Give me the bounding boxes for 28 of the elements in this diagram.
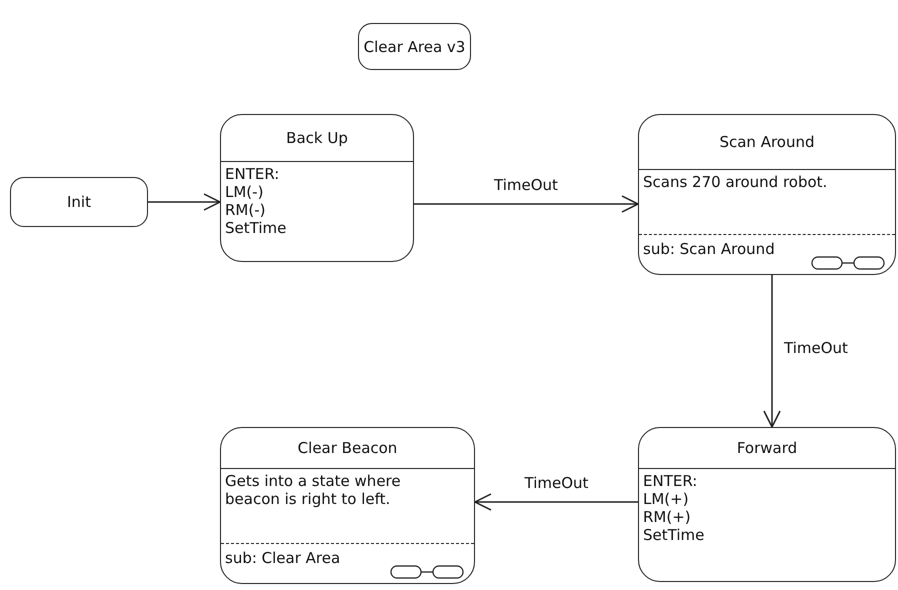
state-name: Init (67, 193, 91, 211)
state-action: RM(+) (643, 508, 691, 526)
state-name: Clear Beacon (298, 439, 398, 457)
state-name: Scan Around (719, 133, 815, 151)
state-box (638, 427, 896, 582)
submachine-label: sub: Clear Area (225, 549, 340, 567)
state-description: Scans 270 around robot. (643, 173, 828, 191)
state-action: ENTER: (643, 472, 698, 490)
title-box (358, 23, 471, 70)
state-action: ENTER: (225, 165, 280, 183)
state-name: Clear Area v3 (364, 38, 466, 56)
submachine-label: sub: Scan Around (643, 240, 775, 258)
state-action: LM(-) (225, 183, 264, 201)
state-action: SetTime (643, 526, 704, 544)
state-box (220, 427, 475, 584)
state-action: SetTime (225, 219, 286, 237)
state-box (638, 114, 896, 275)
state-action: LM(+) (643, 490, 689, 508)
state-box (220, 114, 414, 262)
state-action: RM(-) (225, 201, 266, 219)
state-name: Forward (736, 439, 798, 457)
transition-arrow (414, 195, 639, 213)
state-box (10, 177, 148, 227)
state-description: Gets into a state where beacon is right to left. (225, 472, 402, 508)
transition-arrow (148, 193, 221, 211)
transition-arrow (763, 275, 781, 428)
transition-arrow (474, 493, 638, 511)
state-name: Back Up (286, 129, 348, 147)
